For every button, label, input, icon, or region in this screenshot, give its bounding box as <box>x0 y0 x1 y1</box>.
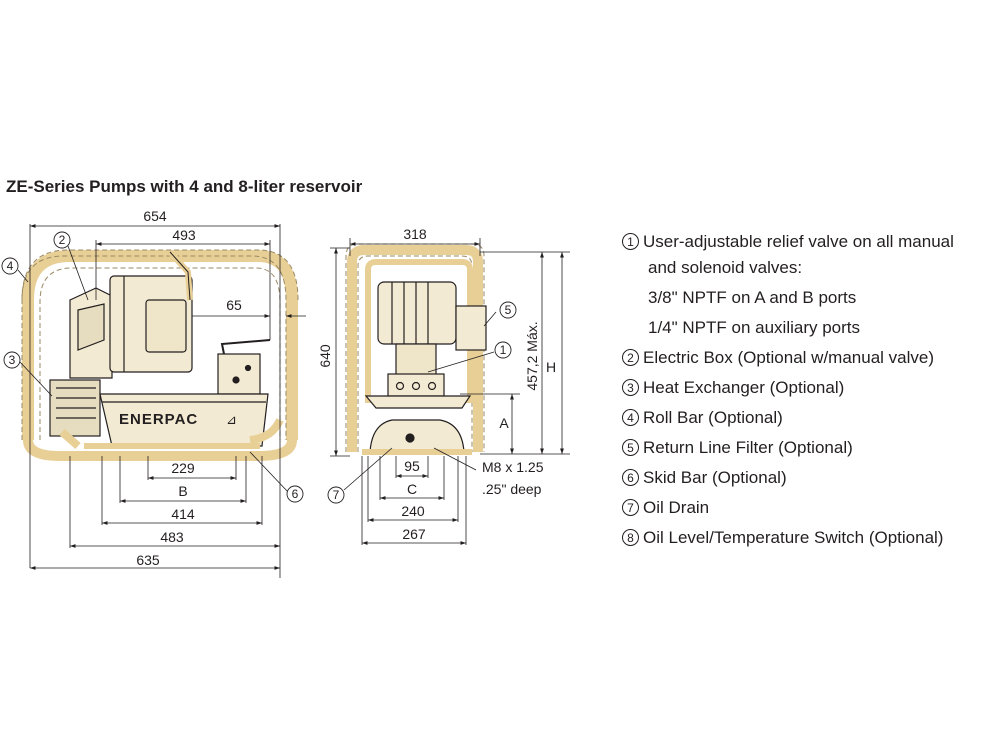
legend-text: Return Line Filter (Optional) <box>643 438 853 457</box>
svg-text:3: 3 <box>9 353 16 367</box>
svg-text:229: 229 <box>171 460 195 476</box>
svg-text:A: A <box>499 415 509 431</box>
legend-text: User-adjustable relief valve on all manu… <box>643 232 954 251</box>
callout-number: 8 <box>622 529 639 546</box>
svg-text:267: 267 <box>402 526 426 542</box>
legend-item: and solenoid valves: <box>648 258 802 278</box>
callout-number: 2 <box>622 349 639 366</box>
svg-text:483: 483 <box>160 529 184 545</box>
legend-item: 3/8" NPTF on A and B ports <box>648 288 856 308</box>
side-dimension-labels: 318 640 457,2 Máx. H A 95 C 240 267 M8 x… <box>317 226 556 542</box>
front-dimensions <box>17 224 306 578</box>
svg-text:65: 65 <box>226 297 242 313</box>
callout-number: 5 <box>622 439 639 456</box>
side-pump-body <box>362 259 487 455</box>
callout-number: 4 <box>622 409 639 426</box>
front-pump-body <box>49 249 284 450</box>
legend-text: and solenoid valves: <box>648 258 803 277</box>
svg-text:4: 4 <box>7 259 14 273</box>
svg-text:640: 640 <box>317 344 333 368</box>
svg-text:2: 2 <box>59 233 66 247</box>
svg-text:B: B <box>178 483 187 499</box>
svg-text:635: 635 <box>136 552 160 568</box>
svg-text:95: 95 <box>404 458 420 474</box>
legend-text: Electric Box (Optional w/manual valve) <box>643 348 935 367</box>
svg-text:6: 6 <box>292 487 299 501</box>
svg-text:318: 318 <box>403 226 427 242</box>
page-title: ZE-Series Pumps with 4 and 8-liter reser… <box>6 177 363 196</box>
brand-mark-icon: ⊿ <box>226 412 237 427</box>
legend-text: 1/4" NPTF on auxiliary ports <box>648 318 861 337</box>
callout-number: 1 <box>622 233 639 250</box>
front-dimension-labels: 654 493 65 229 B 414 483 635 <box>136 208 242 568</box>
svg-text:240: 240 <box>401 503 425 519</box>
callout-number: 3 <box>622 379 639 396</box>
callout-number: 6 <box>622 469 639 486</box>
svg-text:C: C <box>407 481 417 497</box>
svg-text:M8 x 1.25: M8 x 1.25 <box>482 459 544 475</box>
svg-text:654: 654 <box>143 208 167 224</box>
front-view: ENERPAC ⊿ <box>1 208 306 578</box>
front-roll-bar <box>21 249 299 461</box>
legend-text: Oil Drain <box>643 498 710 517</box>
legend-text: Roll Bar (Optional) <box>643 408 783 427</box>
svg-text:5: 5 <box>505 303 512 317</box>
svg-text:7: 7 <box>333 488 340 502</box>
svg-text:414: 414 <box>171 506 195 522</box>
side-dimensions <box>330 238 570 545</box>
svg-text:.25" deep: .25" deep <box>482 481 542 497</box>
svg-text:457,2 Máx.: 457,2 Máx. <box>524 321 540 390</box>
svg-text:1: 1 <box>500 343 507 357</box>
side-view: 318 640 457,2 Máx. H A 95 C 240 267 M8 x… <box>317 226 570 545</box>
svg-text:H: H <box>546 359 556 375</box>
front-callouts: 2 4 3 6 <box>1 231 304 503</box>
legend-item: 1/4" NPTF on auxiliary ports <box>648 318 860 338</box>
legend-text: 3/8" NPTF on A and B ports <box>648 288 857 307</box>
svg-text:493: 493 <box>172 227 196 243</box>
side-callouts: 5 1 7 <box>327 301 517 504</box>
callout-number: 7 <box>622 499 639 516</box>
legend-text: Skid Bar (Optional) <box>643 468 787 487</box>
legend-text: Heat Exchanger (Optional) <box>643 378 845 397</box>
brand-logo: ENERPAC <box>119 411 198 428</box>
legend-text: Oil Level/Temperature Switch (Optional) <box>643 528 944 547</box>
